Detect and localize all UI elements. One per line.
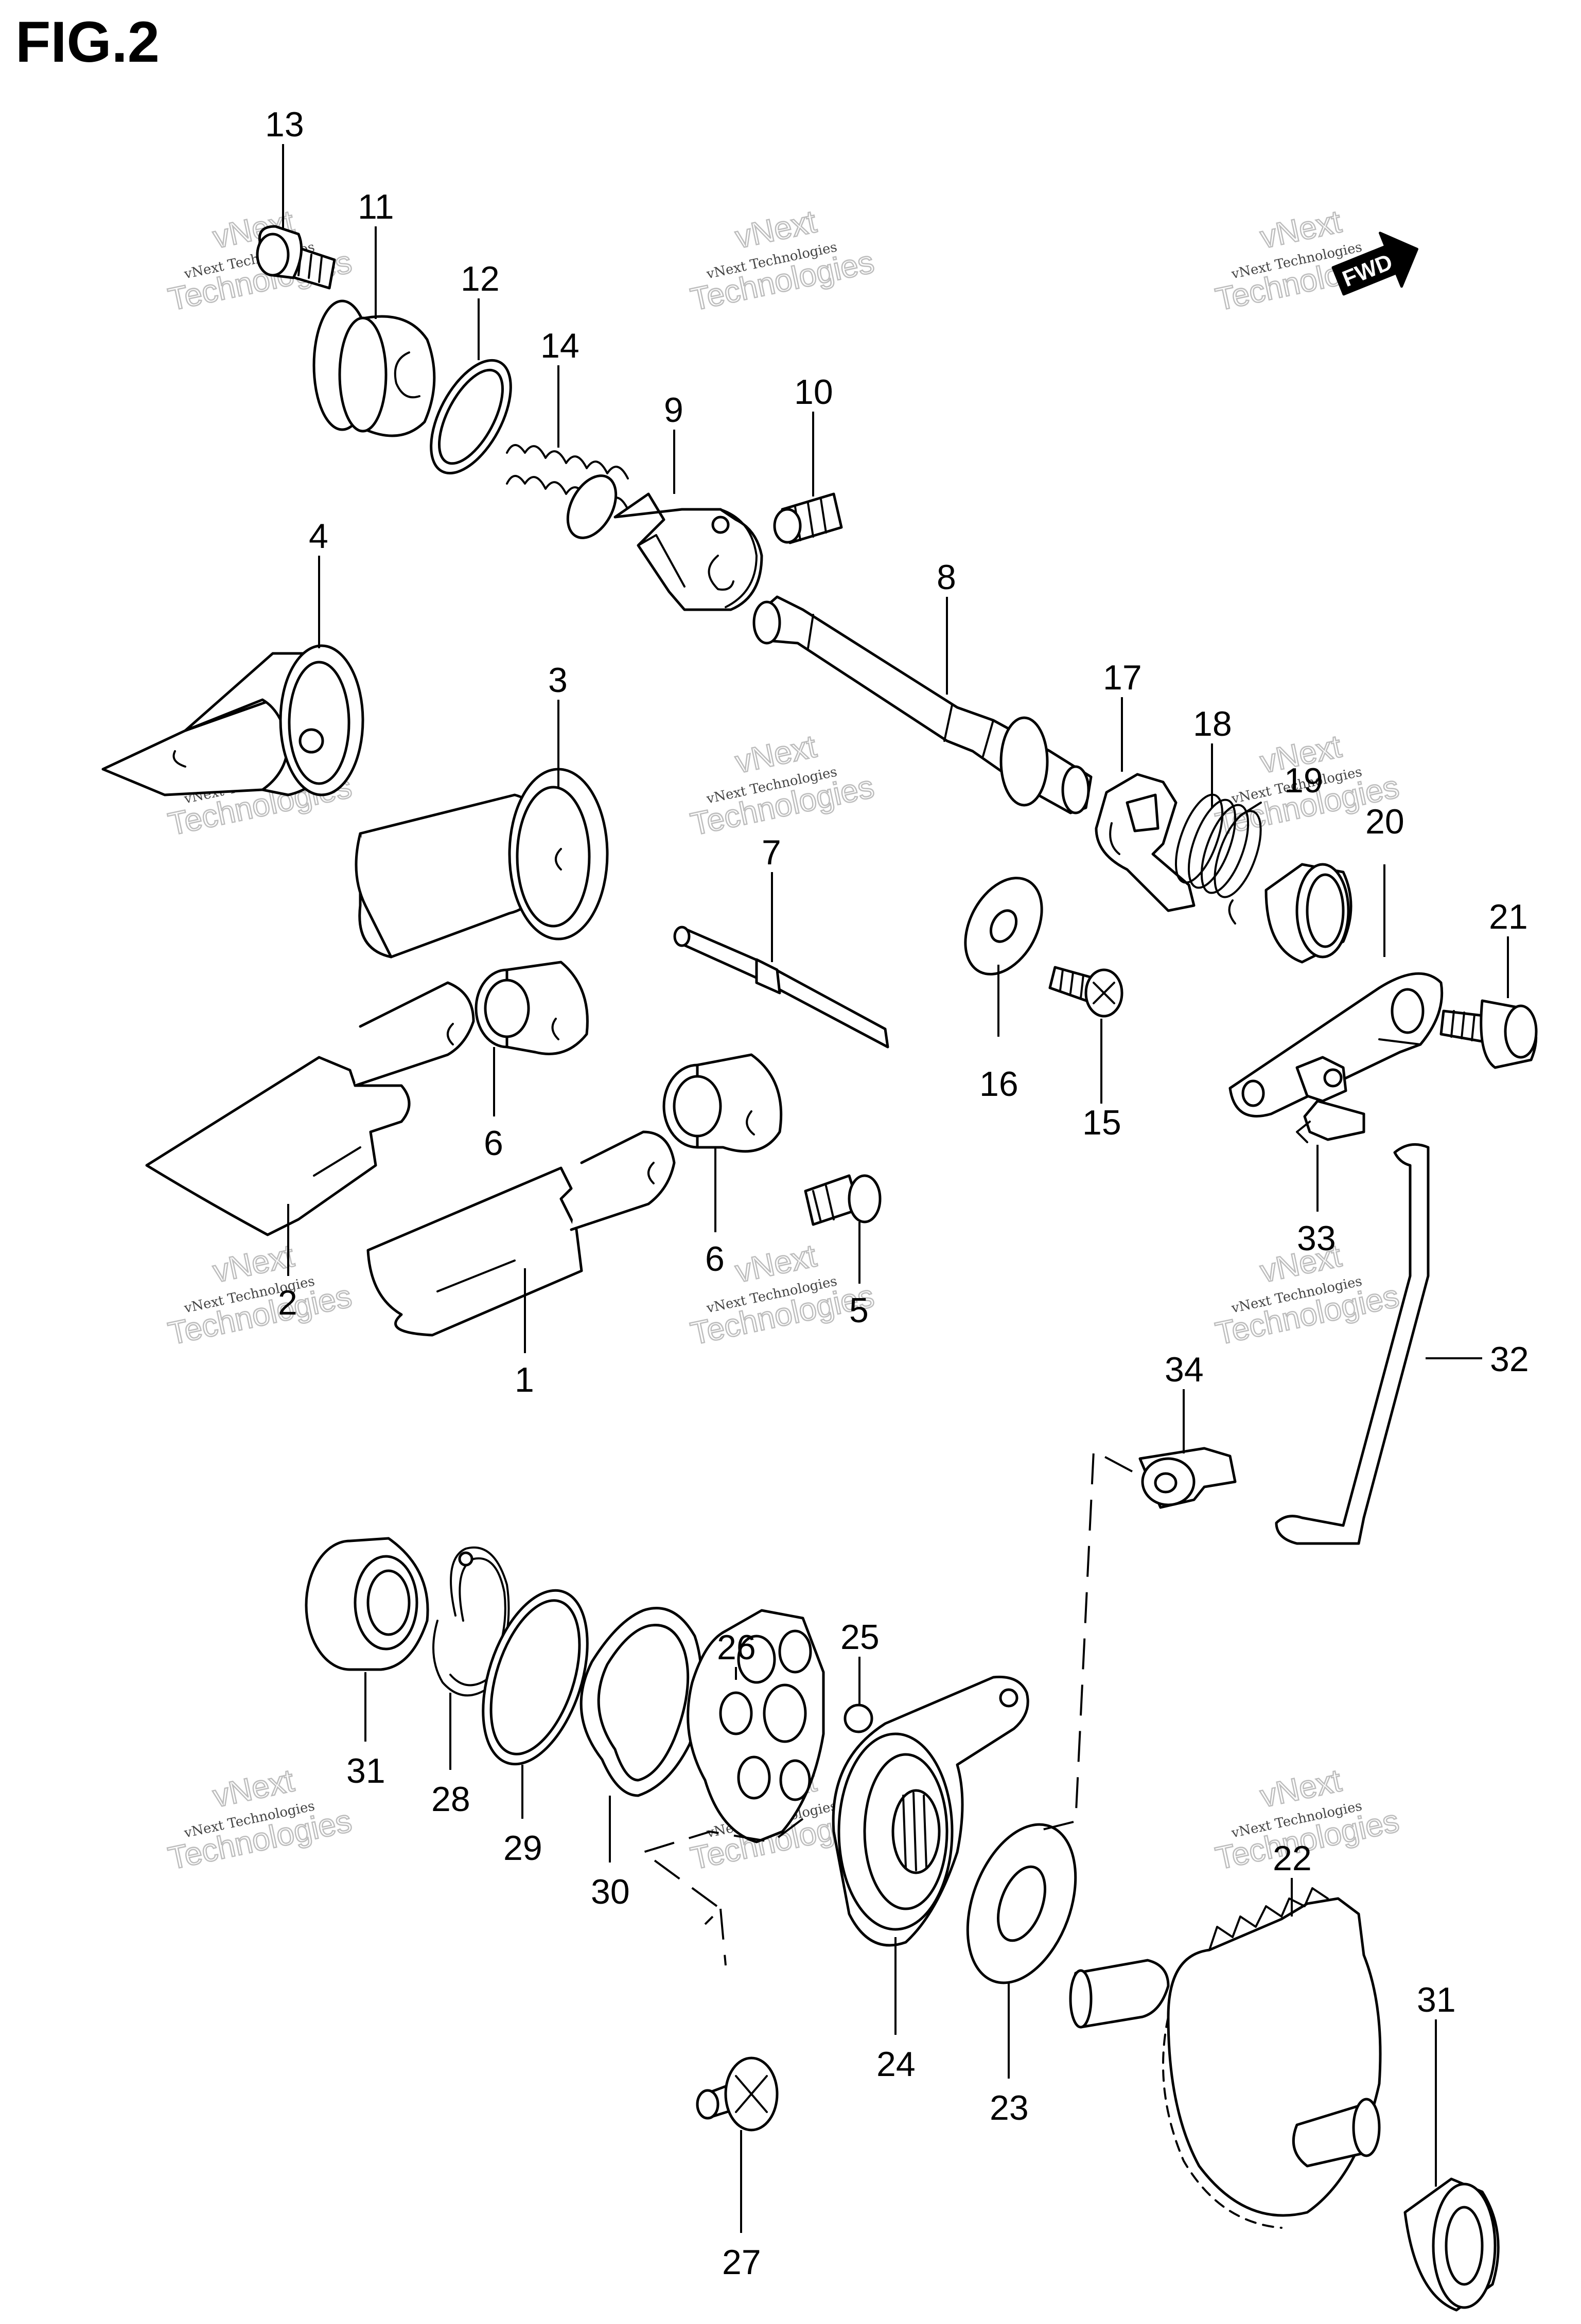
watermark: vNext vNext Technologies Technologies [165, 1762, 356, 1877]
watermark: vNext vNext Technologies Technologies [1212, 1762, 1403, 1877]
callout-11: 11 [358, 187, 394, 226]
part-32-rod [1275, 1143, 1430, 1545]
part-30-gasket [579, 1607, 703, 1797]
watermark: vNext vNext Technologies Technologies [165, 1237, 356, 1353]
callout-31-left: 31 [346, 1751, 385, 1790]
part-31-bearing-left [305, 1537, 429, 1671]
callout-16: 16 [979, 1065, 1018, 1104]
part-19-bushing [1264, 863, 1352, 964]
watermark: vNext vNext Technologies Technologies [687, 728, 878, 843]
callout-31-right: 31 [1417, 1980, 1456, 2019]
callout-23: 23 [990, 2088, 1029, 2127]
callout-6-upper: 6 [484, 1124, 503, 1163]
part-27-screw [696, 2056, 779, 2132]
callout-17: 17 [1103, 658, 1142, 697]
callout-12: 12 [461, 259, 500, 298]
callout-1: 1 [515, 1360, 534, 1399]
callout-25: 25 [840, 1618, 880, 1657]
part-8-shaft [752, 595, 1093, 814]
part-25-ball [844, 1704, 873, 1733]
part-26-plate [687, 1609, 825, 1843]
part-21-bolt [1439, 999, 1538, 1069]
callout-8: 8 [937, 558, 956, 597]
callout-26: 26 [717, 1628, 756, 1667]
part-13-bolt [256, 225, 336, 290]
watermark: vNext vNext Technologies Technologies [687, 203, 878, 318]
part-9-lever [613, 492, 763, 611]
part-14-spring [506, 444, 629, 539]
part-12-o-ring [430, 359, 512, 475]
callout-29: 29 [503, 1829, 542, 1868]
callout-7: 7 [762, 833, 781, 872]
part-6-collar-lower [662, 1053, 783, 1153]
part-6-collar-upper [475, 961, 589, 1055]
callout-2: 2 [278, 1283, 297, 1322]
part-16-washer [964, 877, 1043, 975]
callout-3: 3 [548, 661, 568, 700]
callout-10: 10 [794, 372, 833, 412]
part-33-clip [1295, 1056, 1365, 1143]
callout-28: 28 [431, 1780, 470, 1819]
figure-title: FIG.2 [15, 10, 160, 74]
part-17-plate [1095, 773, 1196, 912]
callout-27: 27 [722, 2243, 761, 2282]
part-2-arm [145, 981, 475, 1236]
part-18-spring [1174, 793, 1262, 925]
callout-24: 24 [876, 2045, 916, 2084]
callout-15: 15 [1082, 1103, 1121, 1142]
part-24-stopper [832, 1675, 1029, 1947]
callout-9: 9 [664, 391, 683, 430]
callout-21: 21 [1489, 897, 1528, 936]
part-31-bearing-right [1403, 2177, 1500, 2312]
part-15-screw [1048, 966, 1123, 1018]
part-20-arm-plate [1228, 972, 1444, 1117]
callout-18: 18 [1193, 704, 1232, 743]
leader-lines [282, 144, 1509, 2233]
callout-33: 33 [1297, 1219, 1336, 1258]
part-7-pin [673, 926, 889, 1049]
part-3-shaft [355, 768, 609, 959]
callout-4: 4 [309, 517, 328, 556]
part-29-o-ring [482, 1589, 589, 1766]
part-5-screw [804, 1174, 882, 1226]
callout-6-lower: 6 [705, 1239, 725, 1279]
callout-19: 19 [1284, 761, 1323, 800]
callout-13: 13 [265, 105, 304, 144]
callout-22: 22 [1273, 1839, 1312, 1878]
assembly-lines [641, 1449, 1133, 1966]
part-34-clamp [1138, 1447, 1237, 1509]
part-10-set-screw [773, 492, 843, 544]
callouts: 13 11 12 14 9 10 4 3 8 17 18 19 20 21 7 … [265, 105, 1529, 2282]
callout-30: 30 [591, 1872, 630, 1911]
part-23-washer [966, 1823, 1077, 1984]
part-1-arm [366, 1130, 676, 1337]
part-11-bushing [312, 299, 436, 437]
part-4-cylinder [101, 644, 364, 796]
callout-32: 32 [1490, 1340, 1529, 1379]
callout-5: 5 [849, 1291, 869, 1330]
callout-34: 34 [1165, 1350, 1204, 1389]
part-22-gear [1069, 1887, 1382, 2229]
callout-14: 14 [540, 326, 579, 365]
callout-20: 20 [1365, 802, 1404, 841]
